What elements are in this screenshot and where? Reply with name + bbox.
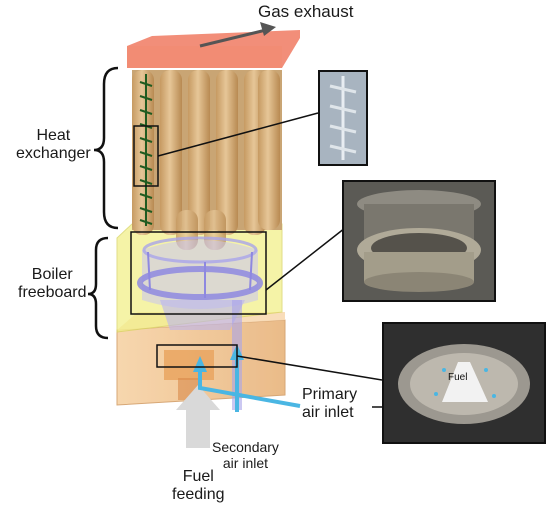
secondary-air-label-line2: air inlet <box>222 454 269 471</box>
heat-exchanger-label-line1: Heat <box>36 127 71 144</box>
primary-air-label-line1: Primary <box>302 386 358 403</box>
boiler-freeboard-bracket <box>87 236 109 340</box>
exhaust-arrow-icon <box>199 22 276 48</box>
exhaust-hood <box>127 30 300 68</box>
gas-exhaust-label: Gas exhaust <box>258 2 354 21</box>
heat-exchanger-label: Heat exchanger <box>16 127 91 163</box>
primary-air-label: Primary air inlet <box>302 386 357 422</box>
fuel-feeding-label: Fuel feeding <box>172 468 225 504</box>
boiler-freeboard-label-line2: freeboard <box>18 283 87 301</box>
heat-exchanger-bracket <box>93 66 119 230</box>
heat-exchanger-tubes <box>132 70 282 250</box>
primary-air-label-line2: air inlet <box>302 403 354 421</box>
secondary-air-label-line1: Secondary <box>212 439 279 455</box>
fuel-feeding-label-line1: Fuel <box>182 468 214 485</box>
burner-highlight-box <box>130 231 267 315</box>
fuel-inset-label: Fuel <box>448 372 468 383</box>
spring-connector <box>157 112 319 157</box>
burner-photo <box>342 180 496 302</box>
heat-exchanger-label-line2: exchanger <box>16 144 91 162</box>
grate-connector <box>236 355 383 381</box>
grate-photo: Fuel <box>382 322 546 444</box>
spring-photo <box>318 70 368 166</box>
burner-connector <box>265 227 346 291</box>
fuel-feeding-label-line2: feeding <box>172 485 225 503</box>
secondary-air-label: Secondary air inlet <box>212 439 279 471</box>
primary-air-arrow-icon <box>193 356 301 408</box>
fuel-arrow-icon <box>176 385 220 448</box>
boiler-freeboard-label: Boiler freeboard <box>18 266 87 302</box>
boiler-freeboard-label-line1: Boiler <box>31 266 73 283</box>
